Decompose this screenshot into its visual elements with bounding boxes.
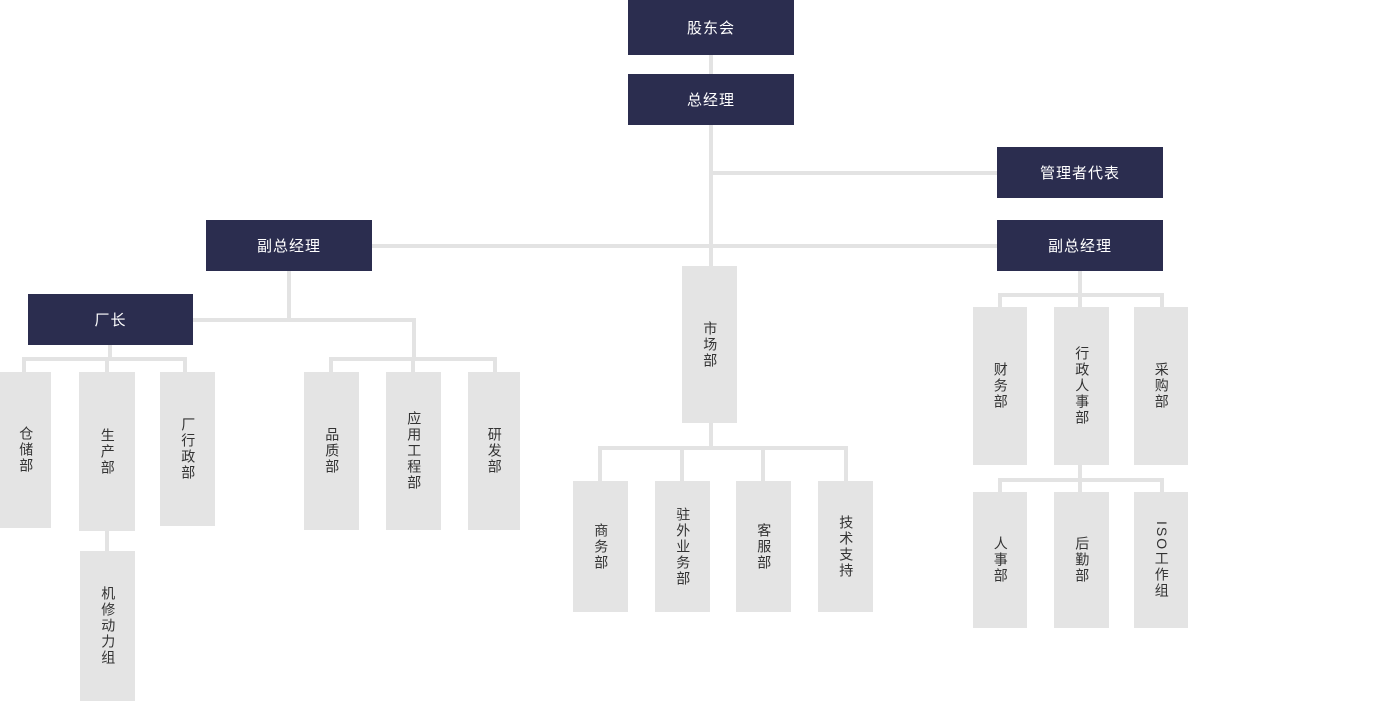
connector-production-drop bbox=[105, 357, 109, 372]
node-quality[interactable]: 品质部 bbox=[304, 372, 359, 530]
connector-adminhr-drop bbox=[1078, 293, 1082, 307]
connector-business-drop bbox=[598, 446, 602, 481]
node-marketing-label: 市场部 bbox=[702, 320, 719, 369]
connector-factory-children-bar bbox=[22, 357, 187, 361]
node-admin-hr[interactable]: 行政人事部 bbox=[1054, 307, 1109, 465]
node-logistics[interactable]: 后勤部 bbox=[1054, 492, 1109, 628]
node-deputy-gm-left-label: 副总经理 bbox=[256, 238, 321, 255]
connector-purchasing-drop bbox=[1160, 293, 1164, 307]
connector-production-to-maintenance bbox=[105, 531, 109, 551]
node-general-manager[interactable]: 总经理 bbox=[628, 74, 794, 125]
connector-gm-to-mgmt-rep bbox=[713, 171, 997, 175]
node-application-engineering-label: 应用工程部 bbox=[406, 411, 423, 491]
connector-factory-admin-drop bbox=[183, 357, 187, 372]
node-warehouse-label: 仓储部 bbox=[18, 426, 35, 474]
connector-hr-drop bbox=[998, 478, 1002, 492]
node-admin-hr-label: 行政人事部 bbox=[1074, 346, 1091, 426]
connector-deputy-left-stem bbox=[287, 271, 291, 318]
connector-techsupport-drop bbox=[844, 446, 848, 481]
connector-quality-drop bbox=[329, 357, 333, 372]
node-management-representative[interactable]: 管理者代表 bbox=[997, 147, 1163, 198]
node-production[interactable]: 生产部 bbox=[79, 372, 135, 531]
node-maintenance-power[interactable]: 机修动力组 bbox=[80, 551, 135, 701]
node-management-representative-label: 管理者代表 bbox=[1039, 165, 1120, 182]
connector-marketing-stem bbox=[709, 423, 713, 448]
connector-iso-drop bbox=[1160, 478, 1164, 492]
node-rnd-label: 研发部 bbox=[486, 427, 503, 475]
connector-gm-to-deputy-right bbox=[713, 244, 997, 248]
node-logistics-label: 后勤部 bbox=[1074, 536, 1091, 584]
node-finance[interactable]: 财务部 bbox=[973, 307, 1027, 465]
node-warehouse[interactable]: 仓储部 bbox=[0, 372, 51, 528]
connector-warehouse-drop bbox=[22, 357, 26, 372]
connector-customerservice-drop bbox=[761, 446, 765, 481]
node-factory-director[interactable]: 厂长 bbox=[28, 294, 193, 345]
connector-logistics-drop bbox=[1078, 478, 1082, 492]
node-purchasing-label: 采购部 bbox=[1153, 362, 1170, 410]
node-deputy-gm-left[interactable]: 副总经理 bbox=[206, 220, 372, 271]
node-business[interactable]: 商务部 bbox=[573, 481, 628, 612]
node-field-sales[interactable]: 驻外业务部 bbox=[655, 481, 710, 612]
node-application-engineering[interactable]: 应用工程部 bbox=[386, 372, 441, 530]
node-rnd[interactable]: 研发部 bbox=[468, 372, 520, 530]
node-hr-label: 人事部 bbox=[992, 536, 1009, 584]
connector-engineering-drop bbox=[412, 318, 416, 358]
node-deputy-gm-right[interactable]: 副总经理 bbox=[997, 220, 1163, 271]
connector-deputy-right-stem bbox=[1078, 271, 1082, 295]
connector-deputy-left-bar bbox=[193, 318, 416, 322]
node-factory-admin-label: 厂行政部 bbox=[180, 417, 197, 481]
node-hr[interactable]: 人事部 bbox=[973, 492, 1027, 628]
node-shareholders[interactable]: 股东会 bbox=[628, 0, 794, 55]
node-tech-support[interactable]: 技术支持 bbox=[818, 481, 873, 612]
node-maintenance-power-label: 机修动力组 bbox=[100, 586, 117, 666]
connector-finance-drop bbox=[998, 293, 1002, 307]
node-finance-label: 财务部 bbox=[992, 362, 1009, 410]
node-factory-director-label: 厂长 bbox=[94, 312, 127, 329]
node-iso-team[interactable]: ISO工作组 bbox=[1134, 492, 1188, 628]
connector-appeng-drop bbox=[411, 357, 415, 372]
connector-gm-to-deputy-left bbox=[372, 244, 711, 248]
node-purchasing[interactable]: 采购部 bbox=[1134, 307, 1188, 465]
node-factory-admin[interactable]: 厂行政部 bbox=[160, 372, 215, 526]
node-customer-service[interactable]: 客服部 bbox=[736, 481, 791, 612]
connector-marketing-bar bbox=[598, 446, 848, 450]
node-quality-label: 品质部 bbox=[324, 427, 341, 475]
connector-adminhr-stem bbox=[1078, 465, 1082, 481]
node-shareholders-label: 股东会 bbox=[686, 20, 735, 37]
node-marketing[interactable]: 市场部 bbox=[682, 266, 737, 423]
node-deputy-gm-right-label: 副总经理 bbox=[1047, 238, 1112, 255]
connector-gm-trunk bbox=[709, 125, 713, 266]
connector-shareholders-to-gm bbox=[709, 55, 713, 74]
node-customer-service-label: 客服部 bbox=[756, 522, 773, 571]
node-business-label: 商务部 bbox=[593, 522, 610, 571]
node-general-manager-label: 总经理 bbox=[686, 92, 735, 109]
node-tech-support-label: 技术支持 bbox=[838, 514, 855, 579]
node-production-label: 生产部 bbox=[99, 427, 116, 476]
connector-factory-director-stem bbox=[108, 345, 112, 359]
connector-rnd-drop bbox=[493, 357, 497, 372]
node-field-sales-label: 驻外业务部 bbox=[675, 506, 692, 587]
node-iso-team-label: ISO工作组 bbox=[1153, 520, 1170, 600]
connector-fieldsales-drop bbox=[680, 446, 684, 481]
